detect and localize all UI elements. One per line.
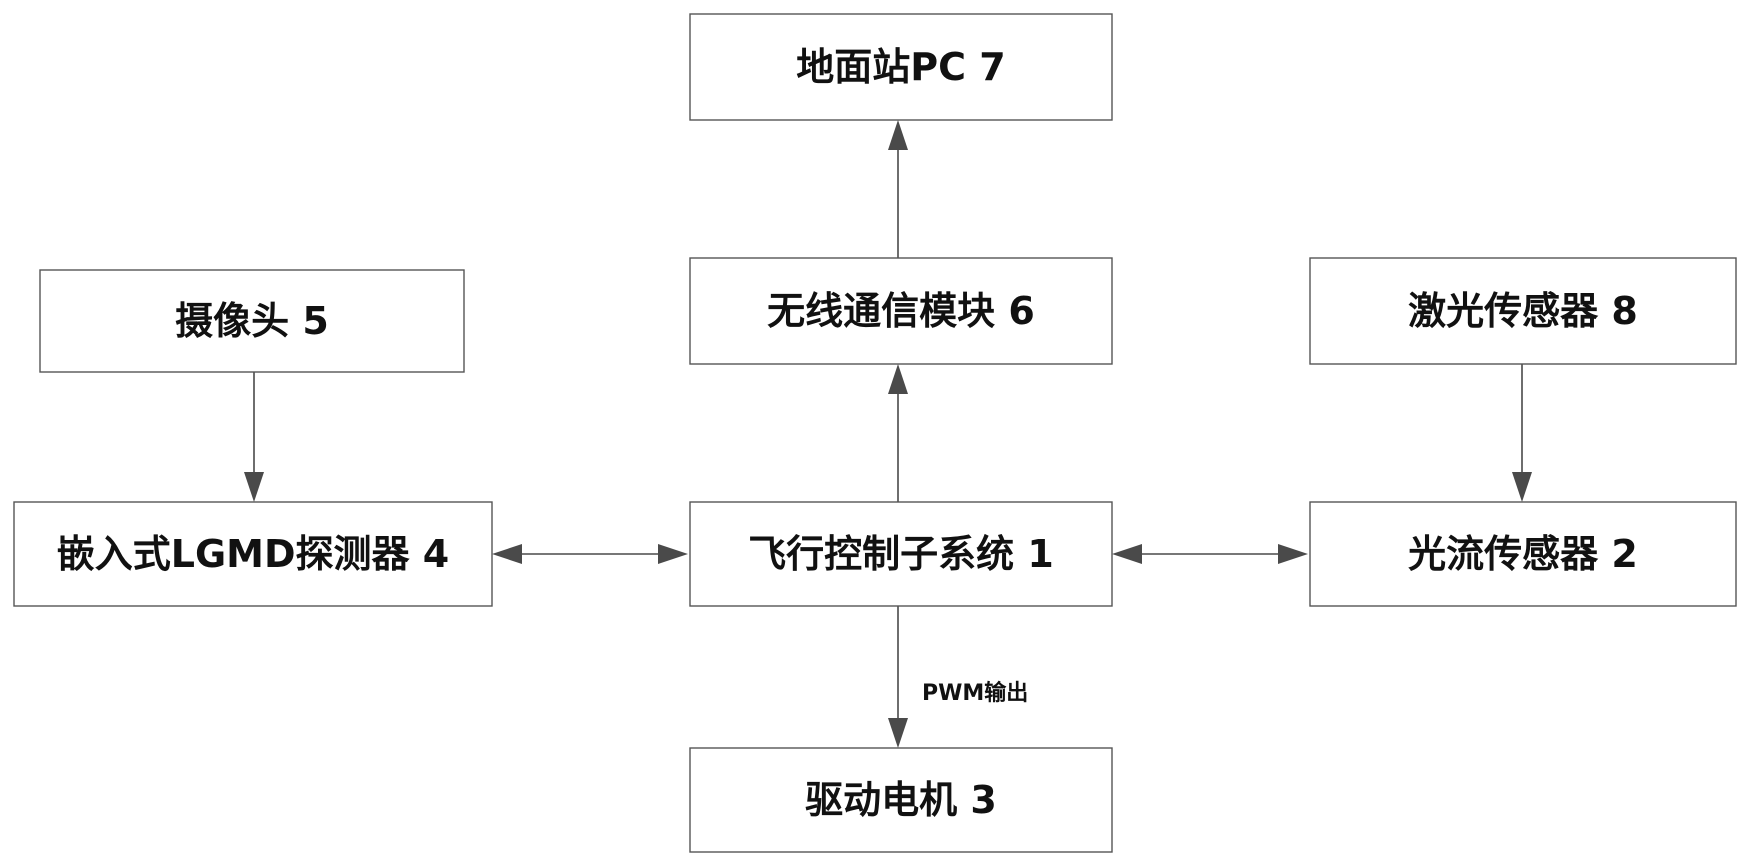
- node-label-optical-flow: 光流传感器 2: [1408, 532, 1638, 576]
- arrowhead-up-icon: [888, 120, 908, 150]
- node-drive-motor: 驱动电机 3: [689, 747, 1113, 853]
- node-label-laser-sensor: 激光传感器 8: [1408, 289, 1638, 333]
- node-flight-control: 飞行控制子系统 1: [689, 501, 1113, 607]
- node-label-wireless-module: 无线通信模块 6: [767, 289, 1035, 333]
- node-label-camera: 摄像头 5: [175, 299, 329, 343]
- node-laser-sensor: 激光传感器 8: [1309, 257, 1737, 365]
- edge-flight-control-optical-flow-bidirectional: [1112, 544, 1308, 564]
- edge-flight-control-to-wireless: [888, 364, 908, 502]
- arrowhead-down-icon: [244, 472, 264, 502]
- edge-lgmd-flight-control-bidirectional: [492, 544, 688, 564]
- arrowhead-right-icon: [1278, 544, 1308, 564]
- node-camera: 摄像头 5: [39, 269, 465, 373]
- node-label-ground-station: 地面站PC 7: [796, 45, 1005, 89]
- edge-camera-to-lgmd: [244, 372, 264, 502]
- node-label-lgmd-detector: 嵌入式LGMD探测器 4: [57, 532, 449, 576]
- edge-flight-control-to-motor: PWM输出: [888, 606, 1028, 748]
- arrowhead-left-icon: [1112, 544, 1142, 564]
- arrowhead-up-icon: [888, 364, 908, 394]
- edge-wireless-to-ground-station: [888, 120, 908, 258]
- edge-label-pwm-output: PWM输出: [922, 680, 1028, 706]
- node-wireless-module: 无线通信模块 6: [689, 257, 1113, 365]
- node-optical-flow: 光流传感器 2: [1309, 501, 1737, 607]
- arrowhead-left-icon: [492, 544, 522, 564]
- edge-laser-to-optical-flow: [1512, 364, 1532, 502]
- node-label-drive-motor: 驱动电机 3: [805, 778, 997, 822]
- node-label-flight-control: 飞行控制子系统 1: [748, 532, 1054, 576]
- arrowhead-down-icon: [888, 718, 908, 748]
- node-lgmd-detector: 嵌入式LGMD探测器 4: [13, 501, 493, 607]
- node-ground-station: 地面站PC 7: [689, 13, 1113, 121]
- arrowhead-down-icon: [1512, 472, 1532, 502]
- arrowhead-right-icon: [658, 544, 688, 564]
